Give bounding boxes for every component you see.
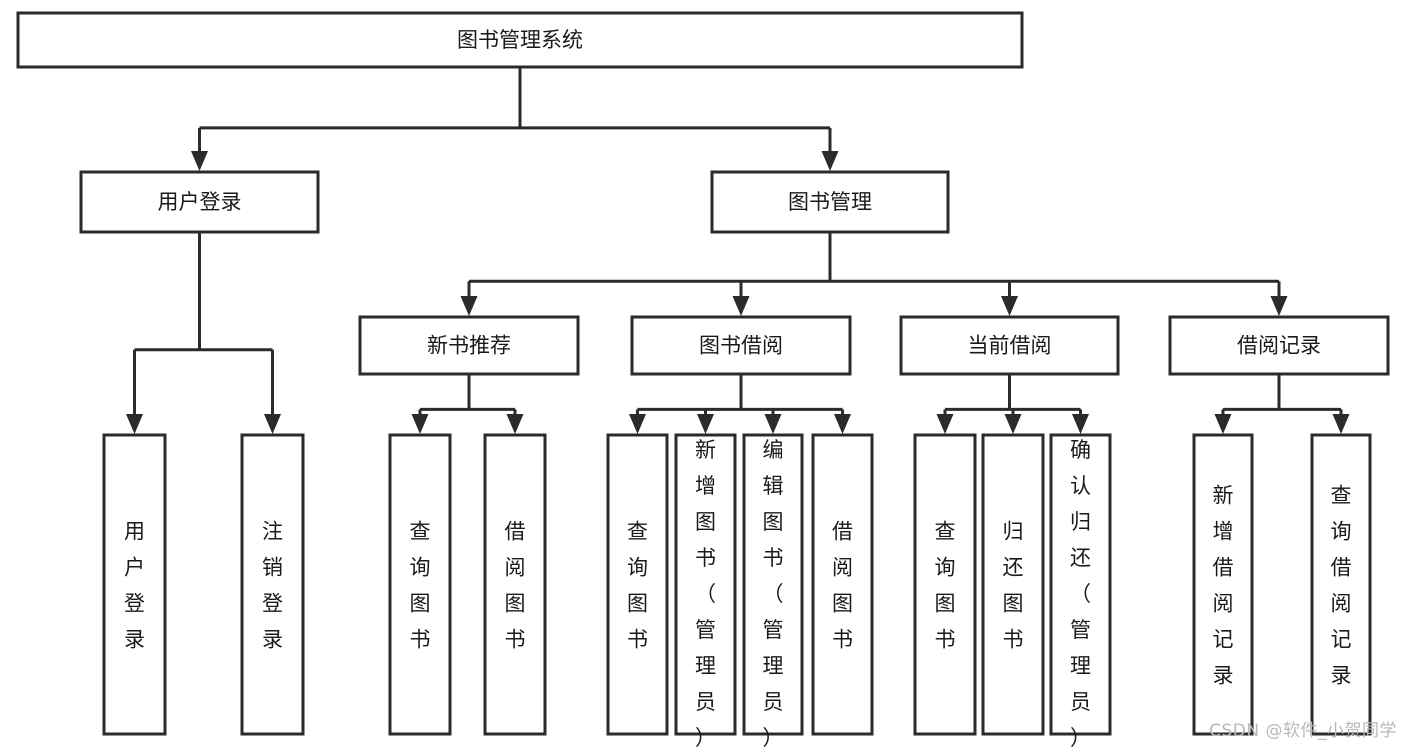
node-box-leaf_13: [1310, 433, 1372, 736]
arrow-head-icon: [1270, 296, 1288, 316]
node-leaf_2[interactable]: 注销登录: [240, 433, 305, 736]
node-box-leaf_12: [1192, 433, 1254, 736]
node-label-leaf_12: 新增借阅记录: [1213, 484, 1234, 688]
node-leaf_3[interactable]: 查询图书: [388, 433, 452, 736]
node-label-leaf_9: 查询图书: [935, 520, 956, 652]
arrow-head-icon: [834, 414, 851, 434]
node-box-l3_3: [899, 315, 1120, 376]
edge-group-l3_4: [1214, 374, 1350, 434]
edge-group-root: [191, 67, 839, 171]
node-label-leaf_8: 借阅图书: [832, 520, 853, 652]
arrow-head-icon: [460, 296, 478, 316]
node-box-leaf_9: [913, 433, 977, 736]
node-leaf_7[interactable]: 编辑图书（管理员）: [742, 433, 804, 747]
arrow-head-icon: [1001, 296, 1018, 316]
arrow-head-icon: [126, 414, 143, 434]
node-label-leaf_13: 查询借阅记录: [1331, 484, 1352, 688]
node-box-l3_1: [358, 315, 580, 376]
arrow-head-icon: [936, 414, 954, 434]
node-layer: 图书管理系统用户登录图书管理新书推荐图书借阅当前借阅借阅记录用户登录注销登录查询…: [16, 11, 1390, 747]
node-leaf_13[interactable]: 查询借阅记录: [1310, 433, 1372, 736]
edge-group-l2_2: [460, 232, 1288, 316]
arrow-head-icon: [1072, 414, 1089, 434]
arrow-head-icon: [629, 414, 646, 434]
node-label-leaf_10: 归还图书: [1003, 520, 1024, 652]
node-box-leaf_3: [388, 433, 452, 736]
arrow-head-icon: [411, 414, 429, 434]
node-label-root: 图书管理系统: [457, 28, 583, 52]
node-label-leaf_1: 用户登录: [124, 520, 145, 652]
node-label-l2_1: 用户登录: [158, 190, 242, 214]
arrow-head-icon: [506, 414, 524, 434]
node-box-leaf_11: [1049, 433, 1112, 736]
node-box-l2_1: [79, 170, 320, 234]
edge-group-l3_3: [936, 374, 1089, 434]
node-label-l3_3: 当前借阅: [968, 334, 1052, 358]
node-label-l3_2: 图书借阅: [699, 334, 783, 358]
node-box-leaf_8: [811, 433, 874, 736]
node-label-leaf_2: 注销登录: [262, 520, 283, 652]
arrow-head-icon: [764, 414, 782, 434]
node-label-leaf_6: 新增图书（管理员）: [695, 438, 716, 747]
node-leaf_8[interactable]: 借阅图书: [811, 433, 874, 736]
edge-group-l2_1: [126, 232, 281, 434]
node-l3_3[interactable]: 当前借阅: [899, 315, 1120, 376]
node-box-leaf_10: [981, 433, 1045, 736]
node-box-leaf_7: [742, 433, 804, 736]
node-box-leaf_1: [102, 433, 167, 736]
node-l2_1[interactable]: 用户登录: [79, 170, 320, 234]
node-box-l3_2: [630, 315, 852, 376]
node-label-l2_2: 图书管理: [788, 190, 872, 214]
node-label-l3_1: 新书推荐: [427, 334, 511, 358]
node-label-l3_4: 借阅记录: [1237, 334, 1321, 358]
edge-layer: [126, 67, 1350, 434]
edge-group-l3_1: [411, 374, 524, 434]
node-l2_2[interactable]: 图书管理: [710, 170, 950, 234]
node-leaf_5[interactable]: 查询图书: [606, 433, 669, 736]
edge-group-l3_2: [629, 374, 851, 434]
node-box-leaf_6: [674, 433, 737, 736]
node-leaf_6[interactable]: 新增图书（管理员）: [674, 433, 737, 747]
node-l3_1[interactable]: 新书推荐: [358, 315, 580, 376]
arrow-head-icon: [821, 151, 839, 171]
node-box-leaf_5: [606, 433, 669, 736]
node-l3_2[interactable]: 图书借阅: [630, 315, 852, 376]
node-leaf_12[interactable]: 新增借阅记录: [1192, 433, 1254, 736]
node-label-leaf_4: 借阅图书: [505, 520, 526, 652]
node-box-root: [16, 11, 1024, 69]
node-box-leaf_4: [483, 433, 547, 736]
arrow-head-icon: [1004, 414, 1022, 434]
node-leaf_10[interactable]: 归还图书: [981, 433, 1045, 736]
node-leaf_4[interactable]: 借阅图书: [483, 433, 547, 736]
arrow-head-icon: [1332, 414, 1350, 434]
node-label-leaf_7: 编辑图书（管理员）: [763, 438, 784, 747]
node-l3_4[interactable]: 借阅记录: [1168, 315, 1390, 376]
arrow-head-icon: [732, 296, 750, 316]
node-box-l3_4: [1168, 315, 1390, 376]
arrow-head-icon: [1214, 414, 1232, 434]
node-leaf_11[interactable]: 确认归还（管理员）: [1049, 433, 1112, 747]
node-label-leaf_11: 确认归还（管理员）: [1070, 438, 1091, 747]
node-leaf_1[interactable]: 用户登录: [102, 433, 167, 736]
node-label-leaf_3: 查询图书: [410, 520, 431, 652]
node-box-leaf_2: [240, 433, 305, 736]
node-root[interactable]: 图书管理系统: [16, 11, 1024, 69]
arrow-head-icon: [697, 414, 714, 434]
node-box-l2_2: [710, 170, 950, 234]
arrow-head-icon: [191, 151, 208, 171]
node-leaf_9[interactable]: 查询图书: [913, 433, 977, 736]
node-label-leaf_5: 查询图书: [627, 520, 648, 652]
arrow-head-icon: [264, 414, 281, 434]
